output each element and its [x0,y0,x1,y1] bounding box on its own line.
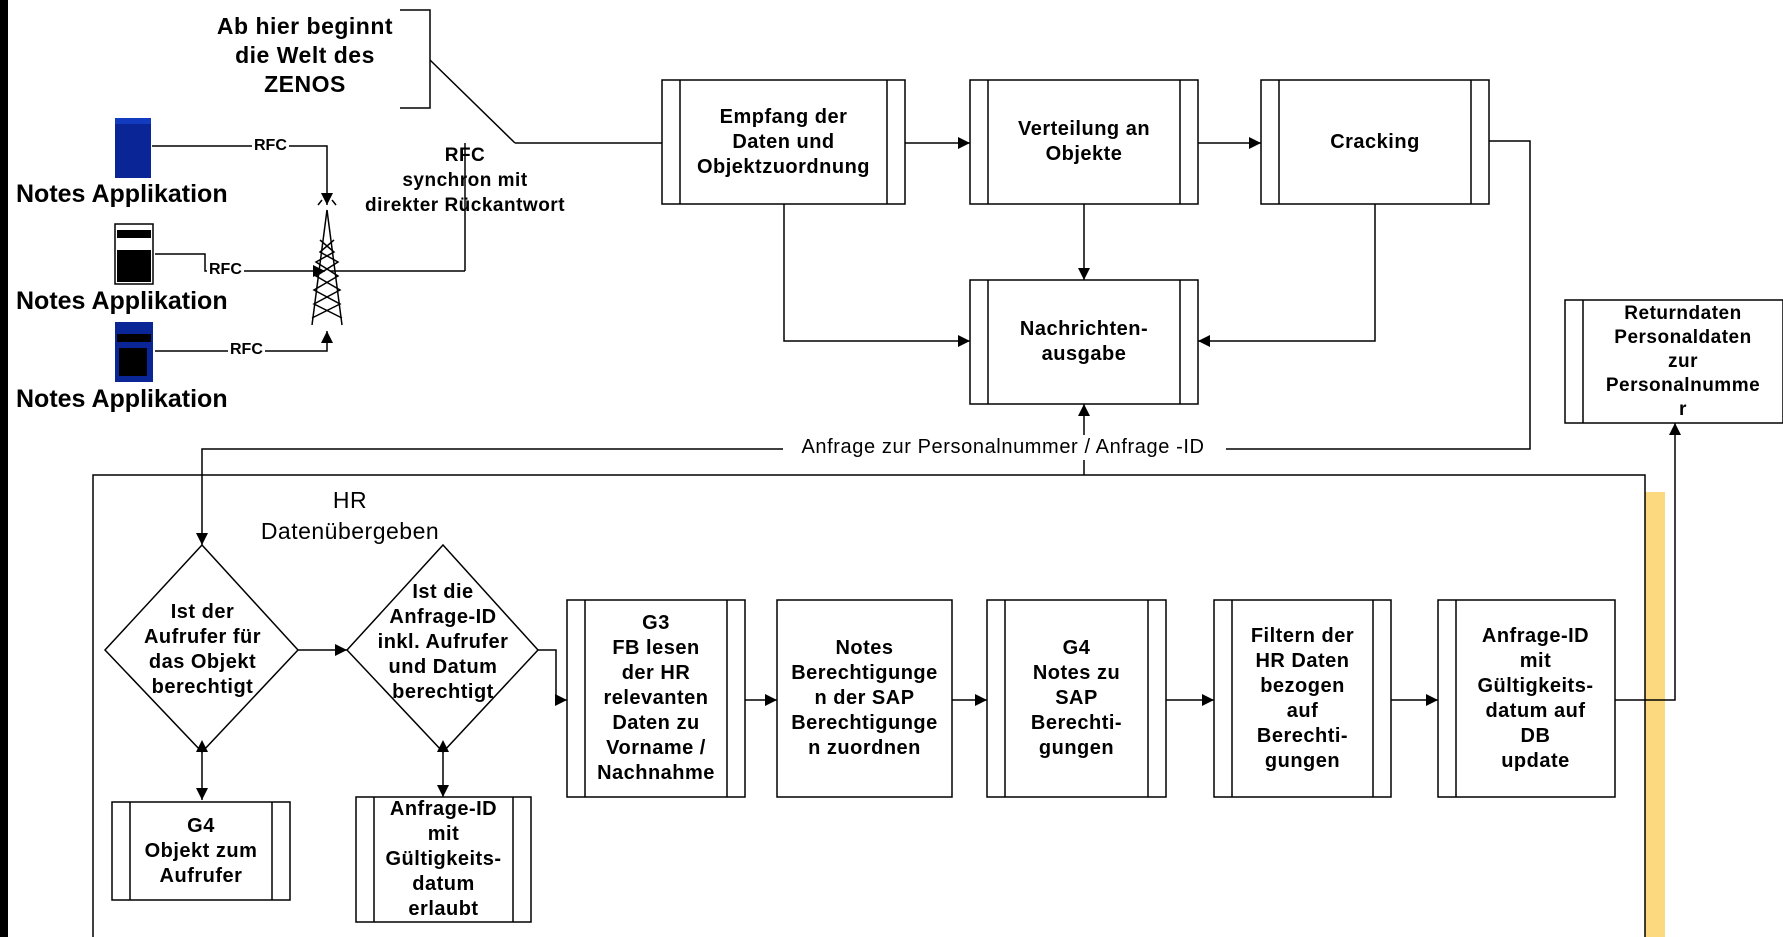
app-label-2: Notes Applikation [16,287,228,315]
device-icon-1 [115,118,151,178]
rfc-label-3: RFC [228,341,265,359]
app-label-3: Notes Applikation [16,385,228,413]
device-icon-2 [114,223,154,285]
box-cracking: Cracking [1330,130,1420,153]
box-nachrichtenausgabe: Nachrichten-ausgabe [1019,318,1149,365]
highlight-bar [1645,492,1665,937]
device-icon-3 [115,322,153,382]
app-label-1: Notes Applikation [16,180,228,208]
left-edge-strip [0,0,8,937]
antenna-tower-icon [311,199,343,326]
rfc-label-2: RFC [207,261,244,279]
flow-label: Anfrage zur Personalnummer / Anfrage -ID [783,435,1223,460]
rfc-label-1: RFC [252,137,289,155]
